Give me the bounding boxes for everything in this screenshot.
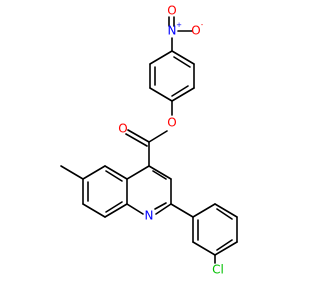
bond (149, 87, 173, 102)
bonds-layer (60, 16, 238, 264)
bond (214, 241, 238, 256)
nitro-minus-charge: - (201, 21, 204, 29)
bond (104, 203, 128, 218)
atom-labels-layer: N + O O - O O N Cl (118, 4, 224, 277)
bond-double-inner (173, 56, 191, 68)
bond (171, 87, 195, 102)
bond (171, 50, 195, 65)
bond (127, 129, 150, 143)
nitro-oxygen-top-label: O (167, 4, 176, 18)
bond (170, 203, 194, 218)
chemical-structure-diagram: N + O O - O O N Cl (60, 4, 238, 277)
bond-double-inner (216, 208, 233, 220)
bond (192, 241, 216, 256)
bond-double-inner (171, 85, 189, 97)
quinoline-nitrogen-label: N (145, 209, 154, 223)
bond (148, 130, 168, 143)
bond (125, 133, 148, 147)
bond (104, 165, 128, 180)
bond-double-inner (105, 201, 123, 213)
bond (192, 203, 216, 218)
bond-double-inner (216, 239, 233, 251)
bond (126, 165, 150, 180)
bond (126, 203, 144, 215)
bond (214, 203, 238, 218)
nitro-oxygen-right-label: O (191, 24, 200, 38)
bond-double-inner (154, 202, 167, 210)
nitro-plus-charge: + (176, 21, 182, 29)
bond (82, 165, 106, 180)
nitro-nitrogen-label: N (168, 24, 177, 38)
bond (82, 203, 106, 218)
chlorine-label: Cl (212, 263, 224, 277)
bond-double-inner (152, 170, 167, 180)
molecule-canvas: N + O O - O O N Cl (60, 4, 238, 277)
bond (149, 50, 173, 65)
bond (60, 165, 84, 180)
carbonyl-oxygen-label: O (118, 122, 127, 136)
ester-single-oxygen-label: O (167, 116, 176, 130)
bond-double-inner (105, 170, 123, 182)
bond (155, 203, 172, 215)
bond (148, 165, 172, 180)
